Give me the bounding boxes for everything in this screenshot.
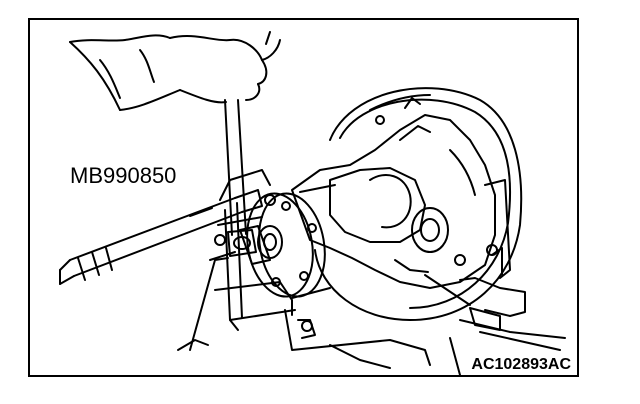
support-stand-right [424, 179, 566, 375]
transmission-case [291, 97, 496, 289]
wrench [224, 99, 257, 257]
figure-id-label: AC102893AC [471, 356, 571, 373]
technical-illustration [59, 31, 566, 375]
figure-frame: MB990850 AC102893AC [28, 18, 579, 377]
housing-plate [314, 87, 523, 321]
hand [69, 31, 281, 111]
support-stand-bottom [284, 309, 431, 369]
special-tool-bar [59, 189, 263, 285]
support-stand-left [177, 169, 296, 351]
tool-callout-label: MB990850 [70, 163, 177, 188]
